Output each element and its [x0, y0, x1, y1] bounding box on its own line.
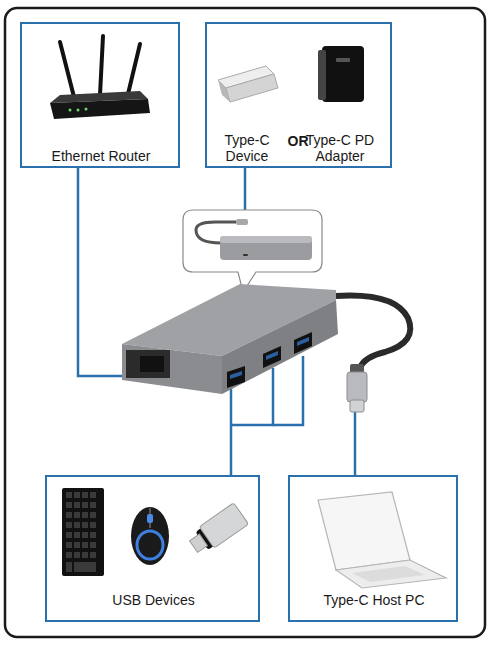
usb-wire	[230, 385, 233, 475]
mouse-icon	[131, 507, 169, 565]
wires	[78, 168, 355, 475]
usb-box: USB Devices	[45, 475, 260, 622]
host-box: Type-C Host PC	[288, 475, 458, 622]
outer-frame	[5, 8, 485, 637]
adapter-icon	[318, 46, 364, 102]
router-icon	[50, 36, 150, 119]
device-label: Ethernet Router	[26, 148, 176, 164]
drive-icon	[218, 66, 278, 102]
device-label: Type-C PD Adapter	[292, 132, 388, 164]
device-label: Type-C Device	[214, 132, 280, 164]
device-label: USB Devices	[51, 592, 256, 608]
host-wire	[354, 412, 357, 475]
callout-bubble	[183, 210, 322, 292]
hub-icon	[122, 284, 410, 412]
router-box: Ethernet Router	[20, 22, 180, 168]
flash-drive-icon	[186, 503, 248, 558]
device-label: Type-C Host PC	[294, 592, 454, 608]
usb-wire	[273, 356, 303, 425]
keyboard-icon	[62, 488, 104, 576]
typec-wire	[244, 168, 247, 210]
laptop-icon	[318, 492, 446, 588]
source-box: Type-C DeviceORType-C PD Adapter	[205, 22, 392, 168]
